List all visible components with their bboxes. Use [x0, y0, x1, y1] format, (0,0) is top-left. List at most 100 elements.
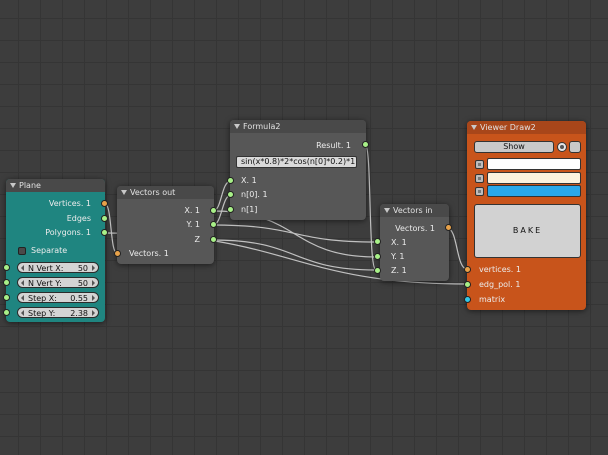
- plane-output-edges-label: Edges: [66, 214, 91, 223]
- formula-expression-input[interactable]: sin(x*0.8)*2*cos(n[0]*0.2)*1: [236, 156, 357, 168]
- link-plane-vertices-to-vectors-out: [104, 203, 118, 254]
- n-vert-y-field[interactable]: N Vert Y: 50: [17, 277, 99, 288]
- collapse-triangle-icon[interactable]: [10, 183, 16, 188]
- viewer-edgpol-label: edg_pol. 1: [479, 280, 521, 289]
- collapse-triangle-icon[interactable]: [471, 125, 477, 130]
- vectors-out-input-socket[interactable]: [114, 250, 121, 257]
- viewer-edgpol-socket[interactable]: [464, 281, 471, 288]
- step-x-value: 0.55: [70, 294, 88, 303]
- increment-arrow-icon[interactable]: [92, 280, 95, 286]
- show-button-label: Show: [503, 142, 525, 151]
- vectors-in-header[interactable]: Vectors in: [380, 204, 449, 217]
- plane-node-header[interactable]: Plane: [6, 179, 105, 192]
- decrement-arrow-icon[interactable]: [21, 280, 24, 286]
- vertex-color-swatch[interactable]: [487, 158, 581, 170]
- plane-output-vertices-label: Vertices. 1: [48, 199, 91, 208]
- collapse-triangle-icon[interactable]: [234, 124, 240, 129]
- formula-x-label: X. 1: [241, 176, 257, 185]
- vectors-out-z-label: Z: [194, 235, 200, 244]
- bake-button[interactable]: BAKE: [474, 204, 581, 258]
- plane-node[interactable]: Plane Vertices. 1 Edges Polygons. 1 Sepa…: [6, 179, 105, 322]
- vectors-out-node[interactable]: Vectors out X. 1 Y. 1 Z Vectors. 1: [117, 186, 214, 264]
- face-color-swatch[interactable]: [487, 185, 581, 197]
- formula-title: Formula2: [243, 122, 281, 131]
- vectors-in-node[interactable]: Vectors in Vectors. 1 X. 1 Y. 1 Z. 1: [380, 204, 449, 281]
- bake-button-label: BAKE: [512, 226, 543, 235]
- show-toggle-button[interactable]: Show: [474, 141, 554, 153]
- formula-header[interactable]: Formula2: [230, 120, 366, 133]
- viewer-matrix-socket[interactable]: [464, 296, 471, 303]
- n-vert-y-value: 50: [77, 279, 88, 288]
- vectors-in-output-label: Vectors. 1: [395, 224, 435, 233]
- separate-checkbox[interactable]: [18, 247, 26, 255]
- increment-arrow-icon[interactable]: [92, 265, 95, 271]
- vectors-in-y-label: Y. 1: [391, 252, 405, 261]
- decrement-arrow-icon[interactable]: [21, 310, 24, 316]
- vectors-out-x-label: X. 1: [184, 206, 200, 215]
- formula-n1-socket[interactable]: [227, 206, 234, 213]
- increment-arrow-icon[interactable]: [92, 310, 95, 316]
- formula-node[interactable]: Formula2 Result. 1 sin(x*0.8)*2*cos(n[0]…: [230, 120, 366, 220]
- plane-vertices-socket[interactable]: [101, 200, 108, 207]
- link-vout-z-to-vin-z: [212, 239, 377, 271]
- decrement-arrow-icon[interactable]: [21, 295, 24, 301]
- link-formula-result-to-vin-z: [364, 143, 377, 271]
- vectors-in-y-socket[interactable]: [374, 253, 381, 260]
- plane-node-title: Plane: [19, 181, 41, 190]
- edge-color-swatch[interactable]: [487, 172, 581, 184]
- viewer-draw-header[interactable]: Viewer Draw2: [467, 121, 586, 134]
- viewer-draw-node[interactable]: Viewer Draw2 Show BAKE vertices. 1 edg_p…: [467, 121, 586, 310]
- viewer-vertices-label: vertices. 1: [479, 265, 521, 274]
- step-x-label: Step X:: [28, 294, 57, 303]
- vectors-in-z-label: Z. 1: [391, 266, 407, 275]
- show-radio-icon[interactable]: [557, 142, 567, 152]
- step-y-label: Step Y:: [28, 309, 56, 318]
- formula-x-socket[interactable]: [227, 177, 234, 184]
- step-y-value: 2.38: [70, 309, 88, 318]
- formula-n0-label: n[0]. 1: [241, 190, 268, 199]
- link-vout-y-to-vin-x: [212, 224, 377, 243]
- vectors-in-x-socket[interactable]: [374, 238, 381, 245]
- edge-color-cube-icon: [475, 174, 484, 183]
- vectors-in-x-label: X. 1: [391, 238, 407, 247]
- n-vert-x-value: 50: [77, 264, 88, 273]
- vectors-in-z-socket[interactable]: [374, 267, 381, 274]
- plane-step-x-socket[interactable]: [3, 294, 10, 301]
- plane-polygons-socket[interactable]: [101, 229, 108, 236]
- decrement-arrow-icon[interactable]: [21, 265, 24, 271]
- step-x-field[interactable]: Step X: 0.55: [17, 292, 99, 303]
- vectors-out-header[interactable]: Vectors out: [117, 186, 214, 199]
- vectors-out-y-label: Y. 1: [186, 220, 200, 229]
- plane-n-vert-x-socket[interactable]: [3, 264, 10, 271]
- plane-edges-socket[interactable]: [101, 215, 108, 222]
- vectors-out-input-label: Vectors. 1: [129, 249, 169, 258]
- n-vert-x-field[interactable]: N Vert X: 50: [17, 262, 99, 273]
- increment-arrow-icon[interactable]: [92, 295, 95, 301]
- vectors-in-output-socket[interactable]: [445, 224, 452, 231]
- vertex-color-cube-icon: [475, 160, 484, 169]
- link-vin-vectors-to-viewer-vertices: [446, 227, 468, 270]
- formula-result-label: Result. 1: [316, 141, 351, 150]
- viewer-draw-title: Viewer Draw2: [480, 123, 536, 132]
- collapse-triangle-icon[interactable]: [384, 208, 390, 213]
- plane-n-vert-y-socket[interactable]: [3, 279, 10, 286]
- vectors-out-z-socket[interactable]: [210, 236, 217, 243]
- n-vert-y-label: N Vert Y:: [28, 279, 62, 288]
- vectors-in-title: Vectors in: [393, 206, 433, 215]
- viewer-extra-button[interactable]: [569, 141, 581, 153]
- face-color-cube-icon: [475, 187, 484, 196]
- formula-result-socket[interactable]: [362, 141, 369, 148]
- viewer-matrix-label: matrix: [479, 295, 506, 304]
- formula-n1-label: n[1]: [241, 205, 258, 214]
- step-y-field[interactable]: Step Y: 2.38: [17, 307, 99, 318]
- formula-n0-socket[interactable]: [227, 191, 234, 198]
- formula-expression-text: sin(x*0.8)*2*cos(n[0]*0.2)*1: [241, 157, 356, 166]
- n-vert-x-label: N Vert X:: [28, 264, 64, 273]
- viewer-vertices-socket[interactable]: [464, 266, 471, 273]
- vectors-out-title: Vectors out: [130, 188, 176, 197]
- collapse-triangle-icon[interactable]: [121, 190, 127, 195]
- vectors-out-x-socket[interactable]: [210, 207, 217, 214]
- plane-step-y-socket[interactable]: [3, 309, 10, 316]
- vectors-out-y-socket[interactable]: [210, 221, 217, 228]
- separate-label: Separate: [31, 246, 68, 255]
